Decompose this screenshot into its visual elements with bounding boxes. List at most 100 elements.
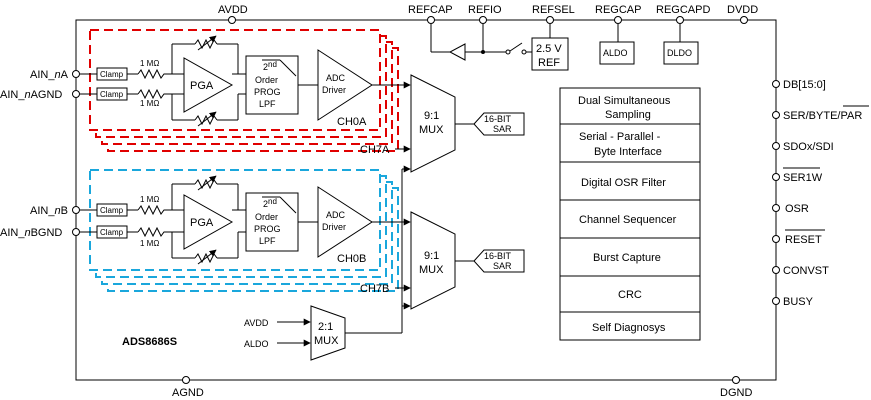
svg-text:CONVST: CONVST <box>783 265 829 277</box>
svg-text:9:1: 9:1 <box>424 250 439 262</box>
svg-text:1 MΩ: 1 MΩ <box>140 59 159 68</box>
svg-text:CH7A: CH7A <box>360 144 390 156</box>
svg-text:REGCAPD: REGCAPD <box>656 4 710 16</box>
svg-text:AIN_nAGND: AIN_nAGND <box>0 89 62 101</box>
channel-b: Clamp Clamp 1 MΩ 1 MΩ PGA 2nd Order PROG… <box>80 175 411 295</box>
sar-b: 16-BIT SAR <box>455 249 525 273</box>
svg-text:MUX: MUX <box>419 264 444 276</box>
resistor-a-bottom <box>137 88 184 100</box>
adc-driver-b <box>317 186 373 258</box>
svg-text:OSR: OSR <box>785 203 809 215</box>
pin-busy: BUSY <box>772 296 814 308</box>
svg-text:SER/BYTE/PAR: SER/BYTE/PAR <box>783 110 862 122</box>
svg-text:AGND: AGND <box>172 387 204 399</box>
svg-text:MUX: MUX <box>419 124 444 136</box>
svg-text:Order: Order <box>255 75 278 85</box>
channel-a-dashed-borders <box>89 29 399 152</box>
svg-text:CH0A: CH0A <box>337 116 367 128</box>
svg-text:2nd: 2nd <box>263 197 277 209</box>
resistor-b-top <box>137 204 184 216</box>
svg-text:Digital OSR Filter: Digital OSR Filter <box>581 177 666 189</box>
svg-text:PGA: PGA <box>190 217 214 229</box>
svg-text:Dual Simultaneous: Dual Simultaneous <box>578 95 671 107</box>
svg-text:SAR: SAR <box>493 261 512 271</box>
reference-section: 2.5 V REF ALDO DLDO <box>430 24 699 71</box>
svg-text:CH0B: CH0B <box>337 253 366 265</box>
pin-regcapd: REGCAPD <box>656 4 710 24</box>
pin-refcap: REFCAP <box>408 4 453 24</box>
block-burst-capture: Burst Capture <box>593 252 661 264</box>
svg-text:DVDD: DVDD <box>727 4 758 16</box>
svg-text:DB[15:0]: DB[15:0] <box>783 79 826 91</box>
pin-convst: CONVST <box>772 265 829 277</box>
svg-text:ALDO: ALDO <box>244 339 269 349</box>
svg-text:2.5 V: 2.5 V <box>536 43 562 55</box>
svg-text:ADC: ADC <box>326 73 346 83</box>
svg-text:AIN_nA: AIN_nA <box>30 69 69 81</box>
dldo-box <box>663 41 699 65</box>
svg-text:REFSEL: REFSEL <box>532 4 575 16</box>
chip-outline <box>75 19 777 381</box>
refsel-switch <box>509 42 523 52</box>
aldo-box <box>599 41 635 65</box>
pin-dvdd: DVDD <box>727 4 758 24</box>
svg-text:AIN_nBGND: AIN_nBGND <box>0 227 62 239</box>
svg-text:LPF: LPF <box>259 99 276 109</box>
svg-text:REFIO: REFIO <box>468 4 502 16</box>
adc-driver-a <box>317 49 373 121</box>
pin-dgnd: DGND <box>720 376 752 399</box>
block-dual-sampling: Dual Simultaneous Sampling <box>578 95 671 121</box>
svg-text:9:1: 9:1 <box>424 110 439 122</box>
block-crc: CRC <box>618 289 642 301</box>
svg-text:Self Diagnosys: Self Diagnosys <box>592 322 666 334</box>
svg-text:PROG: PROG <box>254 87 281 97</box>
svg-text:2nd: 2nd <box>263 60 277 72</box>
pin-regcap: REGCAP <box>595 4 641 24</box>
pin-sdo: SDOx/SDI <box>772 141 834 153</box>
ref-buffer <box>448 43 466 61</box>
block-channel-sequencer: Channel Sequencer <box>579 214 677 226</box>
pin-refio: REFIO <box>468 4 502 24</box>
svg-text:Clamp: Clamp <box>100 228 124 237</box>
lpf-b <box>245 192 299 252</box>
svg-text:AVDD: AVDD <box>244 318 269 328</box>
svg-text:ALDO: ALDO <box>603 48 628 58</box>
mux-9to1-a: 9:1 MUX <box>410 74 456 173</box>
svg-text:DLDO: DLDO <box>667 48 692 58</box>
pin-ain-na: AIN_nA <box>30 69 80 81</box>
pin-refsel: REFSEL <box>532 4 575 24</box>
pin-ser-byte-par: SER/BYTE/PAR <box>772 105 869 122</box>
svg-text:DGND: DGND <box>720 387 752 399</box>
svg-text:REF: REF <box>538 57 560 69</box>
pin-avdd: AVDD <box>218 4 248 24</box>
pin-ain-nb: AIN_nB <box>30 205 80 217</box>
svg-text:CRC: CRC <box>618 289 642 301</box>
resistor-b-bottom <box>137 226 184 238</box>
mux-2to1: AVDD ALDO 2:1 MUX <box>244 165 411 361</box>
svg-text:Order: Order <box>255 212 278 222</box>
block-interface: Serial - Parallel - Byte Interface <box>579 131 662 158</box>
pga-b <box>183 194 234 250</box>
pin-ain-nagnd: AIN_nAGND <box>0 89 80 101</box>
svg-text:Burst Capture: Burst Capture <box>593 252 661 264</box>
svg-text:AIN_nB: AIN_nB <box>30 205 68 217</box>
svg-text:Driver: Driver <box>322 85 346 95</box>
svg-text:BUSY: BUSY <box>783 296 814 308</box>
chip-name: ADS8686S <box>122 336 177 348</box>
svg-text:LPF: LPF <box>259 236 276 246</box>
svg-text:REFCAP: REFCAP <box>408 4 453 16</box>
svg-text:16-BIT: 16-BIT <box>484 114 512 124</box>
svg-text:Serial - Parallel -: Serial - Parallel - <box>579 131 661 143</box>
pin-reset: RESET <box>772 229 825 246</box>
svg-text:2:1: 2:1 <box>318 321 333 333</box>
svg-text:REGCAP: REGCAP <box>595 4 641 16</box>
svg-text:SDOx/SDI: SDOx/SDI <box>783 141 834 153</box>
block-osr-filter: Digital OSR Filter <box>581 177 666 189</box>
block-self-diagnosis: Self Diagnosys <box>592 322 666 334</box>
svg-text:ADC: ADC <box>326 210 346 220</box>
svg-text:1 MΩ: 1 MΩ <box>140 195 159 204</box>
pin-db: DB[15:0] <box>772 79 826 91</box>
svg-text:Clamp: Clamp <box>100 206 124 215</box>
svg-text:SER1W: SER1W <box>783 172 823 184</box>
